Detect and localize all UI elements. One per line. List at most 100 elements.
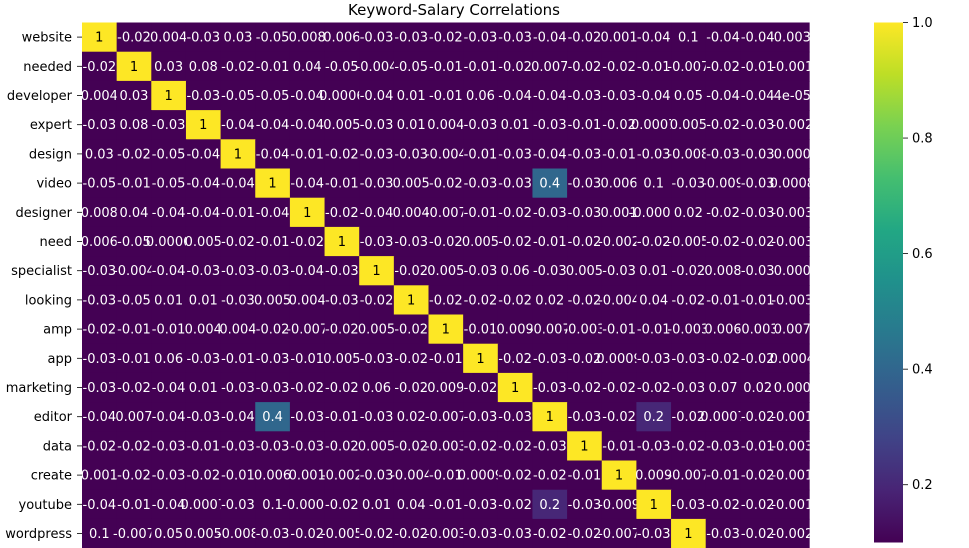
heatmap-cell (497, 51, 534, 82)
heatmap-cell (740, 518, 776, 548)
cell-value-label: -0.02 (568, 60, 602, 75)
cell-value-label: 0.008 (289, 31, 326, 46)
heatmap-cell (393, 51, 430, 82)
heatmap-cell (82, 285, 118, 316)
cell-value-label: -0.03 (637, 527, 671, 542)
heatmap-cell (116, 460, 152, 491)
cell-value-label: 0.1 (89, 527, 110, 542)
heatmap-cell (289, 314, 326, 345)
heatmap-cell (359, 460, 395, 491)
cell-value-label: 1 (338, 235, 346, 250)
heatmap-cell (393, 489, 430, 520)
heatmap-cell (428, 256, 464, 286)
heatmap-cell (740, 402, 776, 432)
heatmap-cell (289, 285, 326, 316)
heatmap-cell (393, 402, 430, 432)
cell-value-label: -0.01 (637, 323, 671, 338)
cell-value-label: -0.02 (290, 527, 324, 542)
cell-value-label: -0.03 (83, 293, 117, 308)
cell-value-label: -0.03 (186, 410, 220, 425)
cell-value-label: -0.03 (325, 293, 359, 308)
cell-value-label: 0.03 (223, 31, 252, 46)
cell-value-label: -0.04 (256, 147, 290, 162)
cell-value-label: 0.0006 (146, 235, 192, 250)
cell-value-label: 0.08 (189, 60, 218, 75)
cell-value-label: -0.03 (83, 264, 117, 279)
heatmap-cell (740, 139, 776, 170)
cell-value-label: -0.03 (290, 439, 324, 454)
heatmap-cell (82, 518, 118, 548)
heatmap-cell (705, 168, 741, 199)
heatmap-cell (532, 139, 568, 170)
cell-value-label: -0.02 (533, 469, 567, 484)
cell-value-label: -0.03 (568, 410, 602, 425)
heatmap-cell (428, 285, 464, 316)
cell-value-label: -0.03 (568, 177, 602, 192)
heatmap-cell (185, 22, 222, 53)
heatmap-cell (359, 402, 395, 432)
heatmap-cell (497, 22, 534, 53)
heatmap-cell (601, 402, 637, 432)
colorbar: 0.20.40.60.81.0 (874, 16, 933, 543)
heatmap-cell (116, 110, 152, 140)
cell-value-label: -0.02 (83, 60, 117, 75)
heatmap-cell (151, 110, 187, 140)
cell-value-label: 0.01 (639, 264, 668, 279)
cell-value-label: 0.1 (643, 177, 664, 192)
heatmap-cell (636, 285, 672, 316)
cell-value-label: -0.02 (464, 293, 498, 308)
heatmap-cell (220, 226, 256, 257)
cell-value-label: -0.03 (533, 264, 567, 279)
cell-value-label: 0.007 (531, 60, 568, 75)
heatmap-cell (116, 518, 152, 548)
cell-value-label: -0.0001 (282, 498, 332, 513)
heatmap-cell (289, 226, 326, 257)
cell-value-label: -0.02 (429, 177, 463, 192)
cell-value-label: 1 (130, 60, 138, 75)
heatmap-cell (324, 314, 360, 345)
cell-value-label: 1 (372, 264, 380, 279)
heatmap-cell (532, 285, 568, 316)
heatmap-cell (601, 80, 637, 111)
heatmap-cell (428, 518, 464, 548)
heatmap-cell (220, 402, 256, 432)
cell-value-label: -0.02 (429, 31, 463, 46)
cell-value-label: -0.02 (221, 235, 255, 250)
cell-value-label: -0.04 (152, 410, 186, 425)
cell-value-label: 1 (303, 206, 311, 221)
cell-value-label: -0.03 (221, 264, 255, 279)
cell-value-label: 0.005 (462, 235, 499, 250)
cell-value-label: -0.03 (741, 264, 775, 279)
cell-value-label: -0.02 (602, 410, 636, 425)
cell-value-label: -0.01 (602, 439, 636, 454)
heatmap-cell (220, 431, 256, 462)
heatmap-cell (324, 168, 360, 199)
heatmap-cell (393, 226, 430, 257)
cell-value-label: -0.04 (706, 31, 740, 46)
heatmap-cell (220, 51, 256, 82)
cell-value-label: -0.02 (568, 31, 602, 46)
cell-value-label: -0.007 (598, 527, 640, 542)
cell-value-label: -0.04 (741, 31, 775, 46)
heatmap-cell (671, 402, 707, 432)
cell-value-label: -0.04 (221, 410, 255, 425)
colorbar-tick-label: 0.6 (912, 247, 933, 262)
cell-value-label: -0.04 (290, 264, 324, 279)
cell-value-label: -0.03 (360, 469, 394, 484)
cell-value-label: -0.03 (672, 498, 706, 513)
heatmap-cell (393, 460, 430, 491)
row-label: create (31, 469, 72, 484)
heatmap-cell (705, 460, 741, 491)
cell-value-label: -0.03 (256, 527, 290, 542)
cell-value-label: 0.07 (709, 381, 738, 396)
cell-value-label: -0.003 (667, 323, 709, 338)
heatmap-cell (671, 110, 707, 140)
heatmap-cell (359, 489, 395, 520)
heatmap-cell (428, 431, 464, 462)
cell-value-label: -0.03 (221, 293, 255, 308)
heatmap-cell (532, 226, 568, 257)
cell-value-label: -0.05 (152, 177, 186, 192)
cell-value-label: -0.02 (741, 527, 775, 542)
cell-value-label: 0.005 (427, 264, 464, 279)
cell-value-label: -0.01 (221, 469, 255, 484)
